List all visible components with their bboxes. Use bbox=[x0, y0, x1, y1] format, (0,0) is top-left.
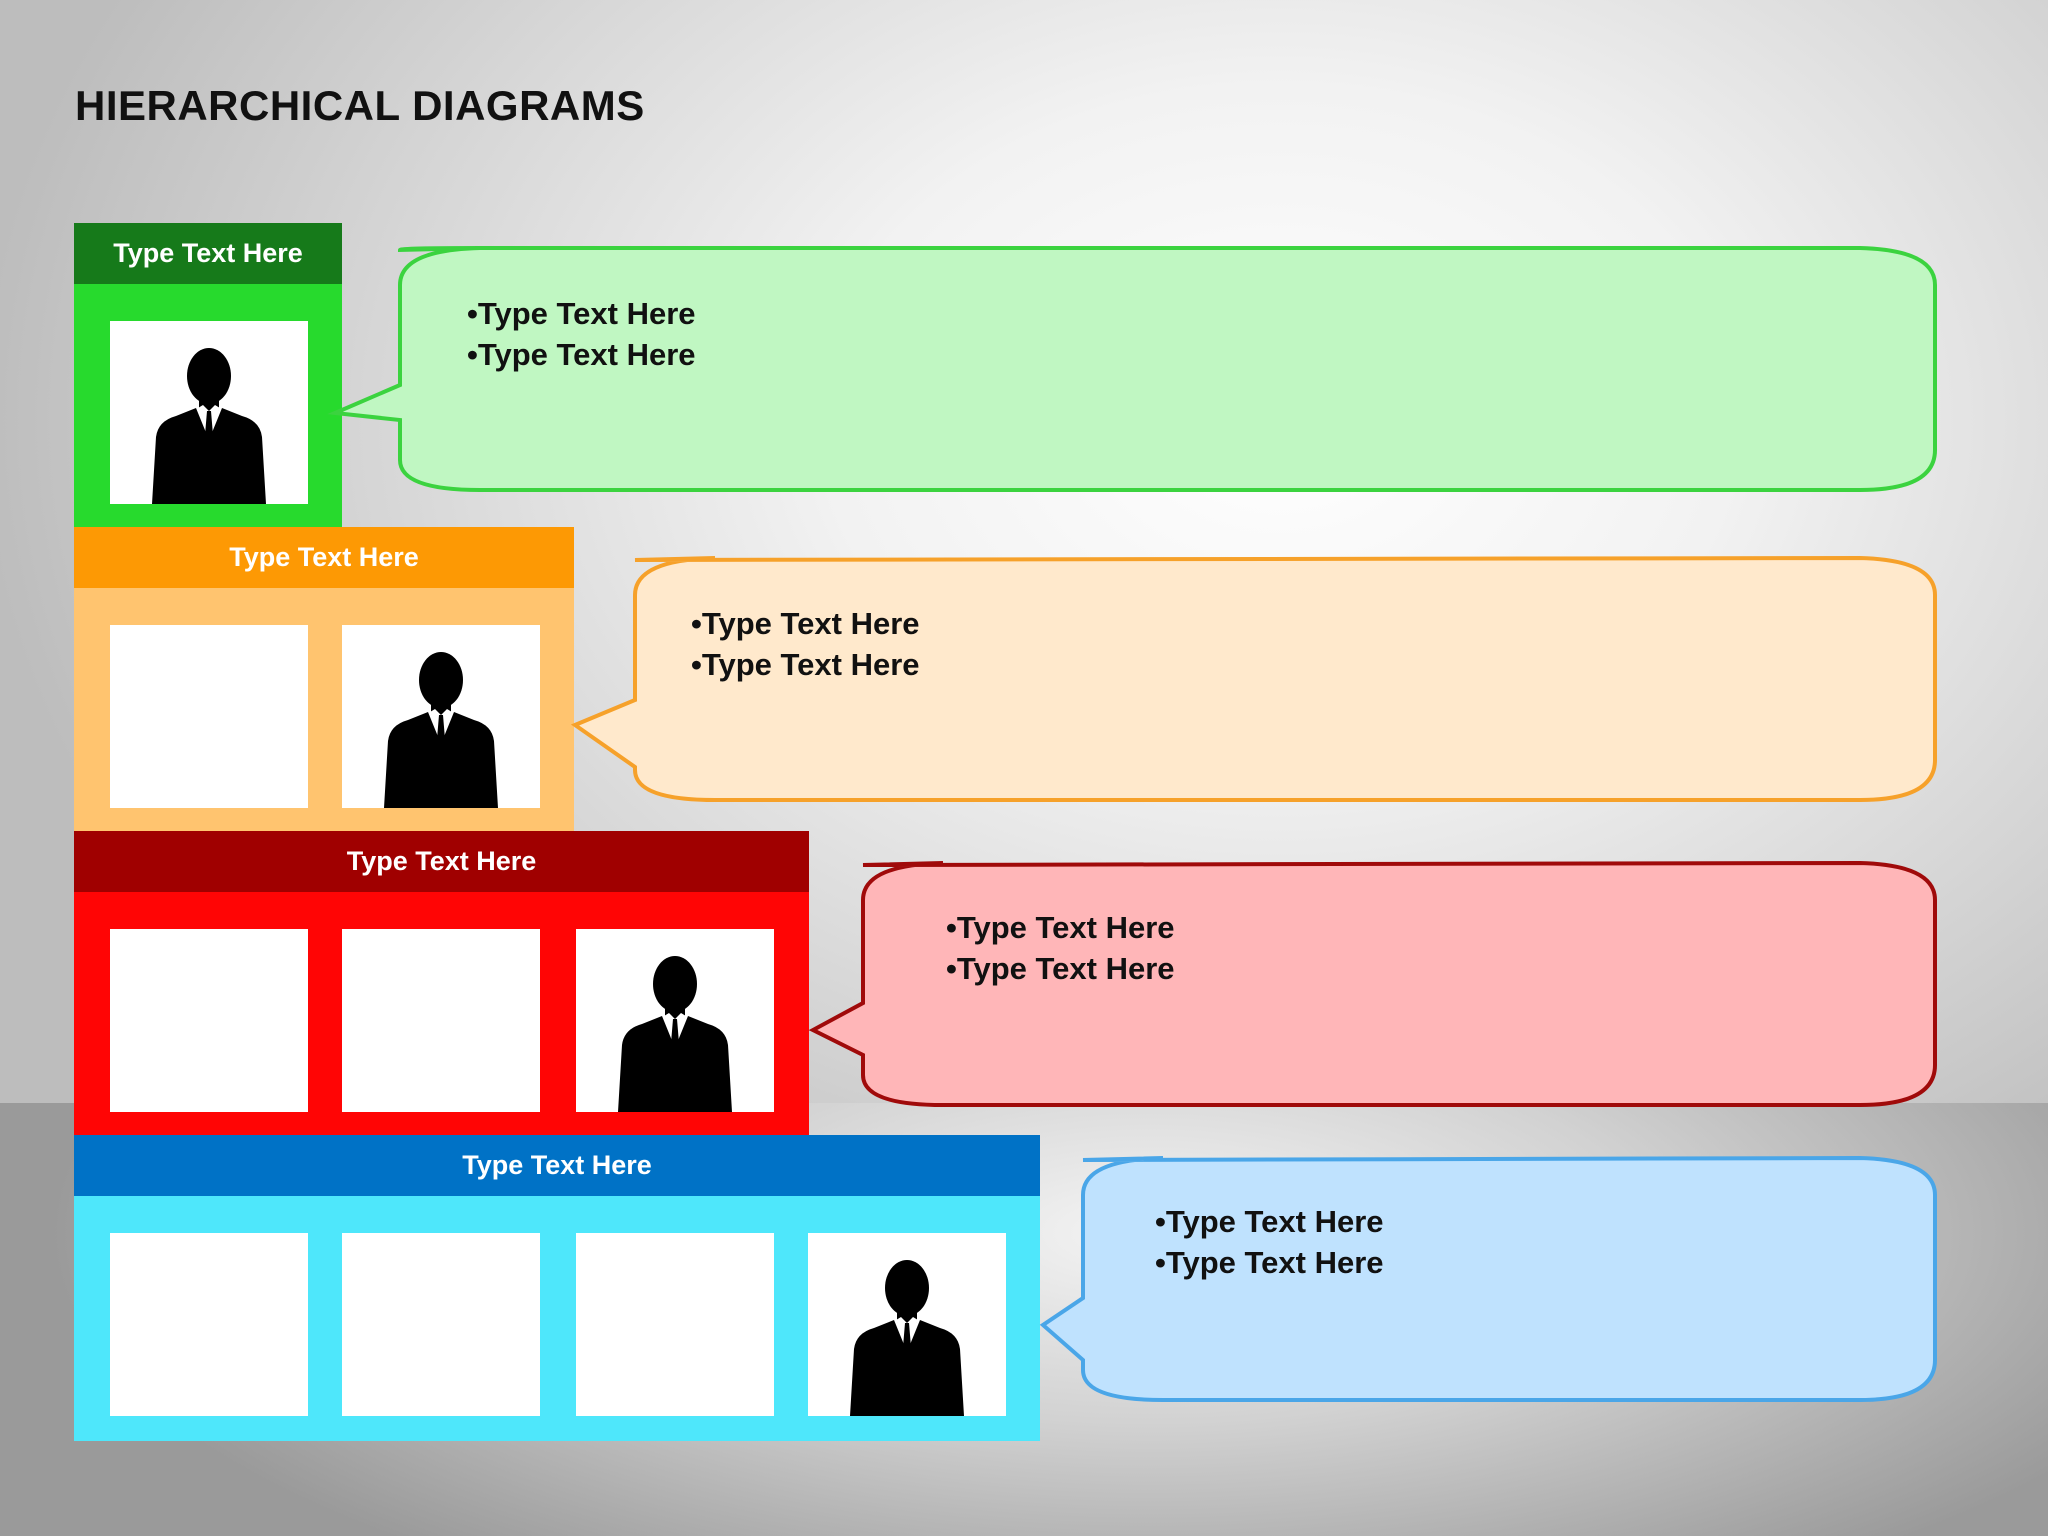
callout-4[interactable] bbox=[1038, 1155, 1940, 1405]
callout-2-text: •Type Text Here •Type Text Here bbox=[691, 603, 920, 685]
bullet-item: •Type Text Here bbox=[1155, 1245, 1384, 1280]
bullet-item: •Type Text Here bbox=[467, 296, 696, 331]
tier-1-body bbox=[74, 284, 342, 527]
tier-4: Type Text Here bbox=[74, 1135, 1040, 1441]
tier-3-header[interactable]: Type Text Here bbox=[74, 831, 809, 892]
callout-3-text: •Type Text Here •Type Text Here bbox=[946, 907, 1175, 989]
bullet-item: •Type Text Here bbox=[691, 647, 920, 682]
tier-2: Type Text Here bbox=[74, 527, 574, 831]
person-silhouette-icon bbox=[612, 953, 738, 1112]
callout-2[interactable] bbox=[570, 555, 1940, 805]
tier-1: Type Text Here bbox=[74, 223, 342, 527]
photo-slot[interactable] bbox=[110, 1233, 308, 1416]
callout-1-text: •Type Text Here •Type Text Here bbox=[467, 293, 696, 375]
callout-1[interactable] bbox=[327, 245, 1940, 495]
person-silhouette-icon bbox=[146, 345, 272, 504]
tier-4-body bbox=[74, 1196, 1040, 1441]
page-title: HIERARCHICAL DIAGRAMS bbox=[75, 82, 645, 129]
bullet-item: •Type Text Here bbox=[467, 337, 696, 372]
callout-3[interactable] bbox=[808, 860, 1940, 1110]
tier-2-header[interactable]: Type Text Here bbox=[74, 527, 574, 588]
bullet-item: •Type Text Here bbox=[946, 910, 1175, 945]
photo-slot[interactable] bbox=[576, 929, 774, 1112]
person-silhouette-icon bbox=[378, 649, 504, 808]
photo-slot[interactable] bbox=[576, 1233, 774, 1416]
photo-slot[interactable] bbox=[808, 1233, 1006, 1416]
tier-4-header[interactable]: Type Text Here bbox=[74, 1135, 1040, 1196]
tier-1-header[interactable]: Type Text Here bbox=[74, 223, 342, 284]
callout-4-text: •Type Text Here •Type Text Here bbox=[1155, 1201, 1384, 1283]
tier-3: Type Text Here bbox=[74, 831, 809, 1135]
photo-slot[interactable] bbox=[110, 625, 308, 808]
photo-slot[interactable] bbox=[342, 625, 540, 808]
bullet-item: •Type Text Here bbox=[946, 951, 1175, 986]
person-silhouette-icon bbox=[844, 1257, 970, 1416]
photo-slot[interactable] bbox=[110, 321, 308, 504]
photo-slot[interactable] bbox=[342, 929, 540, 1112]
bullet-item: •Type Text Here bbox=[1155, 1204, 1384, 1239]
tier-3-body bbox=[74, 892, 809, 1135]
photo-slot[interactable] bbox=[110, 929, 308, 1112]
bullet-item: •Type Text Here bbox=[691, 606, 920, 641]
photo-slot[interactable] bbox=[342, 1233, 540, 1416]
tier-2-body bbox=[74, 588, 574, 831]
